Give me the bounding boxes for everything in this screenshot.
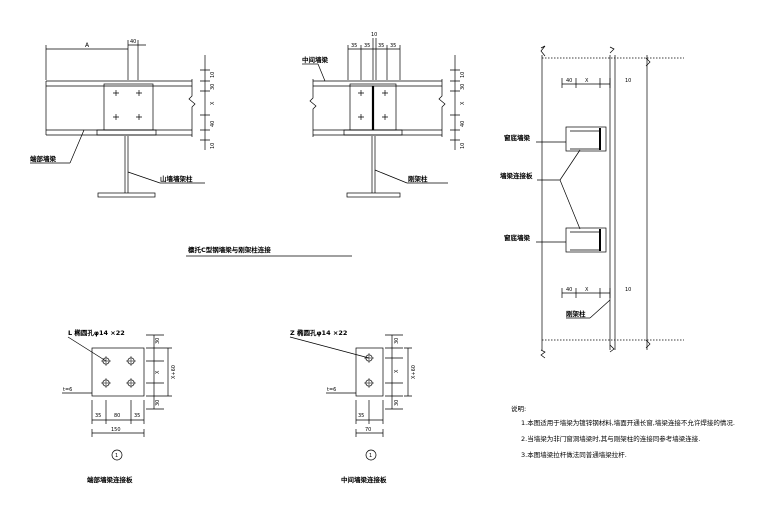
- middle-plate-marker: 1: [369, 453, 372, 459]
- elev-dim-top-1: 40: [566, 78, 572, 84]
- label-end-purlin: 端部墙梁: [30, 154, 57, 163]
- dim-right-2: 30: [210, 84, 216, 90]
- dim-right-3: X: [460, 101, 466, 105]
- label-frame-column: 刚架柱: [566, 309, 586, 318]
- note-item: 2.当墙梁为非门窗洞墙梁时,其与刚架柱的连接同参考墙梁连接.: [521, 434, 700, 443]
- label-frame-column: 刚架柱: [408, 174, 428, 183]
- end-plate-dim-right-1: 30: [155, 338, 161, 344]
- middle-plate-thickness: t=6: [327, 387, 336, 393]
- note-item: 3.本图墙梁拉杆做法同普通墙梁拉杆.: [521, 450, 627, 459]
- elev-dim-bottom-2: X: [585, 287, 589, 293]
- end-plate-dim-right-3: X+60: [171, 365, 177, 379]
- slotted-hole-group: [101, 356, 136, 388]
- end-plate-dim-right-2: X: [155, 370, 161, 374]
- dim-spacing-2: 35: [364, 43, 370, 49]
- elev-dim-bottom-3: 10: [625, 287, 631, 293]
- middle-plate-title: 中间墙梁连接板: [341, 475, 387, 484]
- end-plate-detail: [62, 334, 172, 461]
- middle-plate-dim-right-1: 30: [394, 338, 400, 344]
- dim-40: 40: [130, 39, 136, 45]
- middle-plate-dim-right-3: X+60: [411, 365, 417, 379]
- notes-heading: 说明:: [511, 404, 526, 413]
- dim-right-4: 40: [210, 121, 216, 127]
- label-connection-plate: 墙梁连接板: [500, 171, 533, 180]
- end-plate-marker: 1: [115, 453, 118, 459]
- elev-dim-top-3: 10: [625, 78, 631, 84]
- dim-spacing-1: 35: [351, 43, 357, 49]
- dim-right-3: X: [210, 101, 216, 105]
- dim-right-5: 10: [460, 143, 466, 149]
- middle-plate-callout: Z 椭圆孔φ14 ×22: [290, 328, 347, 337]
- elevation-detail: [536, 45, 684, 359]
- section-title: 檩托C型钢墙梁与刚架柱连接: [188, 245, 271, 254]
- dim-spacing-4: 35: [390, 43, 396, 49]
- label-window-top: 窗底墙梁: [504, 133, 531, 142]
- note-item: 1.本图适用于墙梁为镀锌钢材料,墙面开通长窗,墙梁连接不允许焊接的情况.: [521, 418, 735, 427]
- middle-purlin-detail: [302, 38, 460, 198]
- middle-plate-dim-right-2: X: [394, 369, 400, 373]
- end-plate-title: 端部墙梁连接板: [87, 475, 133, 484]
- middle-plate-dim-bottom-1: 35: [358, 413, 364, 419]
- dim-right-2: 30: [460, 84, 466, 90]
- dim-spacing-3: 35: [378, 43, 384, 49]
- end-purlin-detail: [30, 40, 210, 198]
- dim-top-10: 10: [371, 32, 377, 38]
- end-plate-dim-total: 150: [111, 427, 121, 433]
- elev-dim-bottom-1: 40: [566, 287, 572, 293]
- elev-dim-top-2: X: [585, 78, 589, 84]
- dim-right-1: 10: [460, 72, 466, 78]
- end-plate-dim-right-4: 30: [155, 400, 161, 406]
- end-plate-thickness: t=6: [63, 387, 72, 393]
- middle-plate-dim-right-4: 30: [394, 400, 400, 406]
- dim-right-5: 10: [210, 143, 216, 149]
- bolt-group: [113, 90, 142, 120]
- label-gable-column: 山墙墙架柱: [160, 174, 193, 183]
- end-plate-dim-bottom-3: 35: [134, 413, 140, 419]
- label-window-bottom: 窗底墙梁: [504, 233, 531, 242]
- end-plate-dim-bottom-1: 35: [95, 413, 101, 419]
- end-plate-dim-bottom-2: 80: [114, 413, 120, 419]
- end-plate-callout: L 椭圆孔φ14 ×22: [68, 328, 125, 337]
- dim-right-4: 40: [460, 121, 466, 127]
- label-middle-purlin: 中间墙梁: [302, 55, 329, 64]
- middle-plate-detail: [289, 334, 412, 461]
- dim-right-1: 10: [210, 72, 216, 78]
- middle-plate-dim-total: 70: [365, 427, 371, 433]
- dim-a: A: [85, 42, 90, 49]
- notes-block: 说明: 1.本图适用于墙梁为镀锌钢材料,墙面开通长窗,墙梁连接不允许焊接的情况.…: [511, 404, 735, 459]
